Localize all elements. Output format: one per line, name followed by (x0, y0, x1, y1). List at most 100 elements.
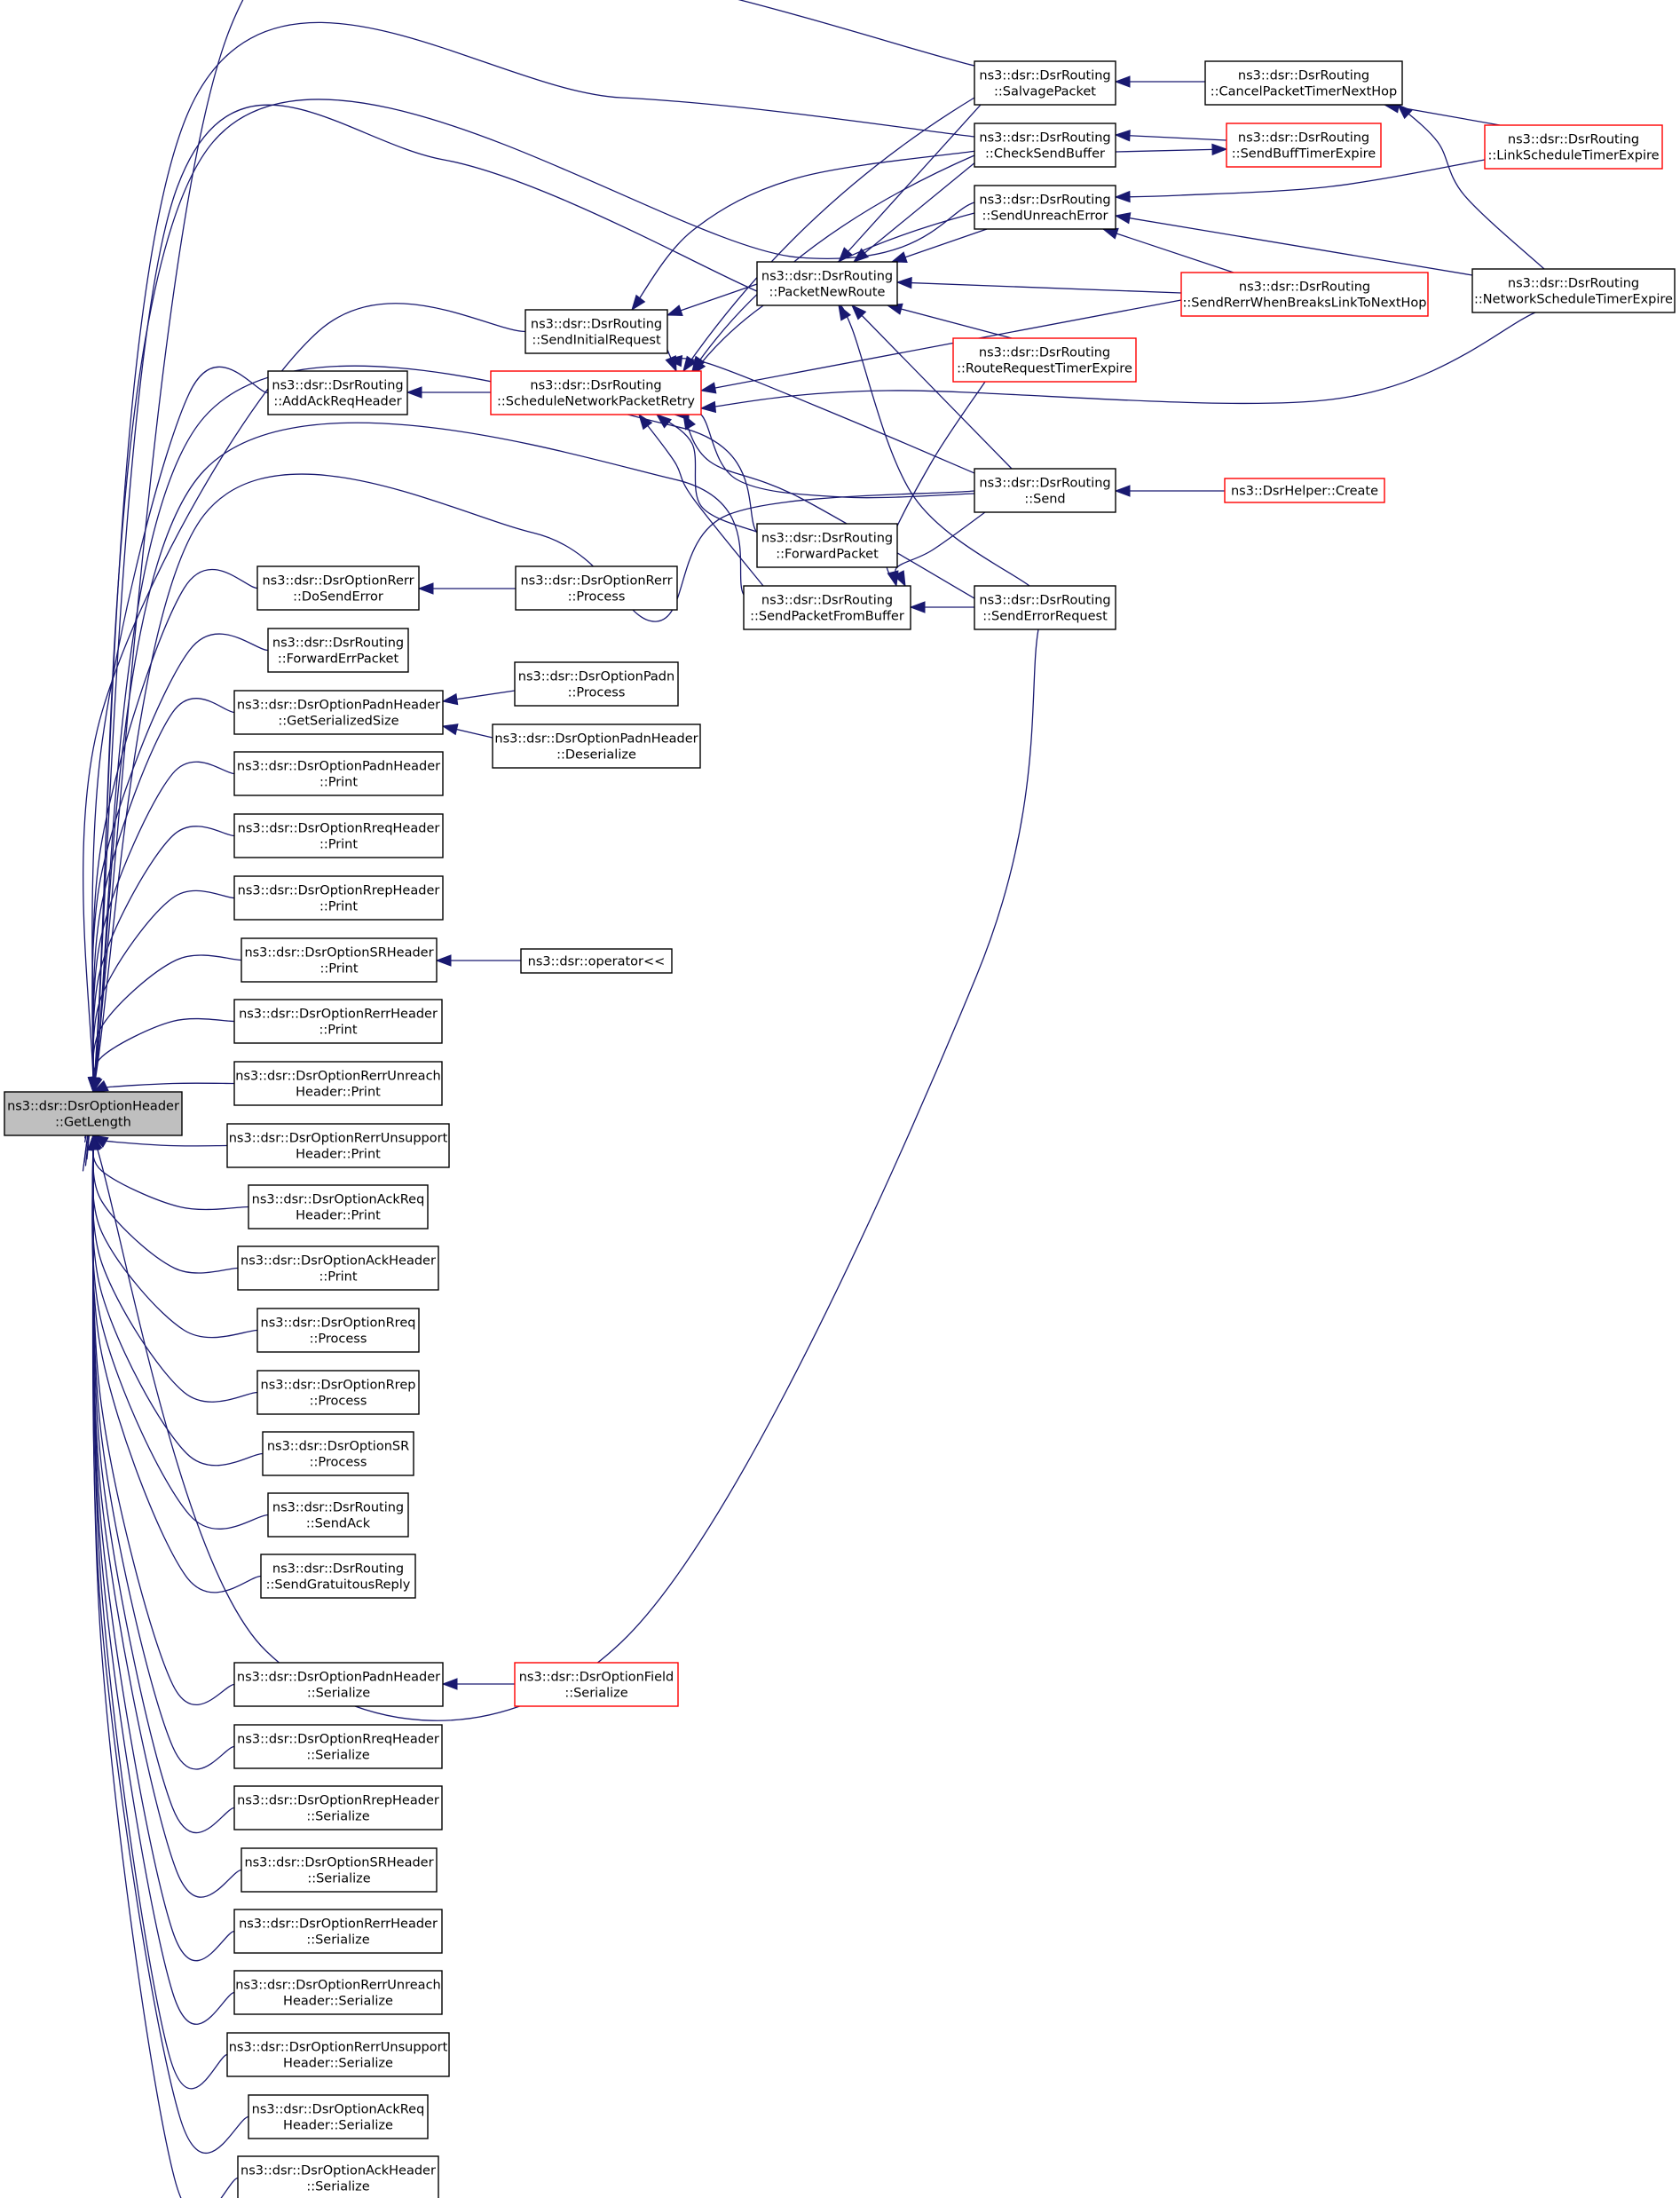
node-label-line: ns3::dsr::DsrRouting (979, 194, 1110, 208)
function-node[interactable]: ns3::dsr::DsrOptionPadnHeader::Deseriali… (492, 723, 701, 769)
node-label-line: ns3::dsr::DsrOptionRreq (261, 1316, 416, 1331)
function-node[interactable]: ns3::dsr::DsrRouting::RouteRequestTimerE… (952, 337, 1137, 383)
function-node[interactable]: ns3::dsr::DsrRouting::ScheduleNetworkPac… (490, 370, 702, 415)
node-box (514, 1662, 679, 1707)
call-edge (631, 150, 977, 311)
function-node[interactable]: ns3::dsr::DsrOptionSRHeader::Print (241, 937, 438, 983)
call-edge (891, 228, 988, 263)
root-function-node[interactable]: ns3::dsr::DsrOptionHeader::GetLength (4, 1091, 183, 1136)
node-box (756, 523, 898, 568)
function-node[interactable]: ns3::dsr::operator<< (520, 948, 673, 974)
function-node[interactable]: ns3::dsr::DsrOptionAckHeader::Serialize (237, 2155, 439, 2198)
arrowhead (666, 304, 683, 316)
function-node[interactable]: ns3::DsrHelper::Create (1224, 478, 1385, 503)
function-node[interactable]: ns3::dsr::DsrOptionRrepHeader::Serialize (233, 1785, 443, 1830)
node-label-line: ::Deserialize (556, 748, 636, 763)
node-label-line: ns3::dsr::DsrRouting (979, 346, 1110, 360)
arrowhead (699, 400, 717, 414)
node-label-line: ns3::dsr::DsrOptionHeader (7, 1100, 179, 1114)
node-label-line: ns3::dsr::DsrRouting (979, 131, 1110, 146)
function-node[interactable]: ns3::dsr::DsrOptionRrep::Process (256, 1370, 420, 1415)
node-label-line: ns3::dsr::DsrRouting (761, 594, 893, 608)
function-node[interactable]: ns3::dsr::DsrRouting::SendErrorRequest (974, 585, 1116, 630)
function-node[interactable]: ns3::dsr::DsrOptionPadnHeader::GetSerial… (233, 690, 444, 735)
arrowhead (852, 248, 870, 263)
function-node[interactable]: ns3::dsr::DsrOptionRerrUnreachHeader::Pr… (233, 1061, 443, 1106)
call-edge (1115, 148, 1227, 153)
node-label-line: ::PacketNewRoute (769, 286, 886, 300)
node-box (1204, 60, 1403, 106)
function-node[interactable]: ns3::dsr::DsrOptionField::Serialize (514, 1662, 679, 1707)
function-node[interactable]: ns3::dsr::DsrOptionRerr::DoSendError (256, 565, 420, 611)
arrowhead (87, 1134, 100, 1150)
function-node[interactable]: ns3::dsr::DsrRouting::SendUnreachError (974, 185, 1116, 230)
node-label-line: ns3::dsr::DsrOptionPadnHeader (494, 732, 698, 747)
node-label-line: Header::Print (296, 1209, 381, 1223)
function-node[interactable]: ns3::dsr::DsrOptionRerrHeader::Print (233, 999, 443, 1044)
node-box (233, 875, 444, 921)
arrowhead (887, 570, 899, 588)
node-label-line: ns3::dsr::DsrOptionAckReq (252, 1193, 425, 1207)
function-node[interactable]: ns3::dsr::DsrOptionRerrUnsupportHeader::… (226, 2032, 450, 2077)
node-box (4, 1091, 183, 1136)
function-node[interactable]: ns3::dsr::DsrOptionRerrHeader::Serialize (233, 1909, 443, 1954)
function-node[interactable]: ns3::dsr::DsrOptionSR::Process (262, 1431, 414, 1476)
function-node[interactable]: ns3::dsr::DsrOptionRreqHeader::Print (233, 813, 444, 858)
function-node[interactable]: ns3::dsr::DsrRouting::SendPacketFromBuff… (743, 585, 911, 630)
node-box (974, 585, 1116, 630)
function-node[interactable]: ns3::dsr::DsrRouting::ForwardPacket (756, 523, 898, 568)
function-node[interactable]: ns3::dsr::DsrRouting::ForwardErrPacket (267, 628, 409, 673)
node-label-line: ns3::dsr::DsrRouting (1238, 69, 1369, 83)
node-box (1484, 124, 1663, 170)
function-node[interactable]: ns3::dsr::DsrRouting::SendRerrWhenBreaks… (1180, 272, 1429, 317)
function-node[interactable]: ns3::dsr::DsrRouting::CheckSendBuffer (974, 123, 1116, 168)
node-label-line: ns3::dsr::DsrOptionRreqHeader (237, 1733, 439, 1747)
call-edge (666, 283, 758, 316)
function-node[interactable]: ns3::dsr::DsrRouting::SendBuffTimerExpir… (1226, 123, 1382, 168)
function-node[interactable]: ns3::dsr::DsrRouting::SendInitialRequest (525, 309, 668, 354)
node-box (743, 585, 911, 630)
function-node[interactable]: ns3::dsr::DsrRouting::AddAckReqHeader (267, 370, 408, 415)
function-node[interactable]: ns3::dsr::DsrOptionPadn::Process (514, 661, 679, 707)
function-node[interactable]: ns3::dsr::DsrRouting::SendGratuitousRepl… (260, 1554, 416, 1599)
function-node[interactable]: ns3::dsr::DsrRouting::PacketNewRoute (756, 261, 898, 306)
function-node[interactable]: ns3::dsr::DsrOptionPadnHeader::Print (233, 751, 444, 796)
function-node[interactable]: ns3::dsr::DsrOptionRerr::Process (515, 565, 678, 611)
node-label-line: ::Print (319, 962, 358, 976)
function-node[interactable]: ns3::dsr::DsrOptionRreq::Process (256, 1308, 420, 1353)
node-label-line: ::Process (310, 1456, 367, 1470)
call-edge (92, 1135, 228, 1147)
node-label-line: ::Print (319, 1024, 357, 1038)
node-label-line: ::SendGratuitousReply (266, 1578, 411, 1593)
function-node[interactable]: ns3::dsr::DsrOptionAckReqHeader::Seriali… (248, 2094, 429, 2139)
node-label-line: ::NetworkScheduleTimerExpire (1474, 293, 1673, 307)
node-label-line: ns3::dsr::DsrOptionAckReq (252, 2103, 425, 2117)
arrowhead (895, 276, 912, 289)
function-node[interactable]: ns3::dsr::DsrOptionAckHeader::Print (237, 1245, 439, 1291)
node-label-line: ns3::dsr::DsrOptionRerrUnreach (235, 1070, 440, 1084)
call-edge (79, 629, 1039, 1721)
arrowhead (435, 954, 452, 967)
node-label-line: ::LinkScheduleTimerExpire (1487, 149, 1659, 163)
node-label-line: ::DoSendError (293, 590, 383, 605)
function-node[interactable]: ns3::dsr::DsrOptionRerrUnreachHeader::Se… (233, 1970, 443, 2015)
function-node[interactable]: ns3::dsr::DsrRouting::SendAck (267, 1492, 409, 1538)
arrowhead (1211, 143, 1228, 156)
function-node[interactable]: ns3::dsr::DsrOptionRerrUnsupportHeader::… (226, 1123, 450, 1168)
function-node[interactable]: ns3::dsr::DsrRouting::CancelPacketTimerN… (1204, 60, 1403, 106)
function-node[interactable]: ns3::dsr::DsrOptionSRHeader::Serialize (241, 1847, 438, 1893)
arrowhead (417, 582, 434, 595)
function-node[interactable]: ns3::dsr::DsrOptionPadnHeader::Serialize (233, 1662, 444, 1707)
node-label-line: ns3::dsr::DsrOptionRerr (262, 574, 414, 589)
node-label-line: ns3::dsr::DsrRouting (1508, 133, 1639, 147)
arrowhead (1114, 190, 1131, 203)
node-box (256, 1370, 420, 1415)
function-node[interactable]: ns3::dsr::DsrRouting::NetworkScheduleTim… (1471, 268, 1676, 313)
node-label-line: ns3::dsr::operator<< (528, 955, 666, 969)
function-node[interactable]: ns3::dsr::DsrRouting::LinkScheduleTimerE… (1484, 124, 1663, 170)
function-node[interactable]: ns3::dsr::DsrOptionRreqHeader::Serialize (233, 1724, 443, 1769)
function-node[interactable]: ns3::dsr::DsrOptionRrepHeader::Print (233, 875, 444, 921)
function-node[interactable]: ns3::dsr::DsrRouting::SalvagePacket (974, 60, 1116, 106)
function-node[interactable]: ns3::dsr::DsrRouting::Send (974, 468, 1116, 513)
